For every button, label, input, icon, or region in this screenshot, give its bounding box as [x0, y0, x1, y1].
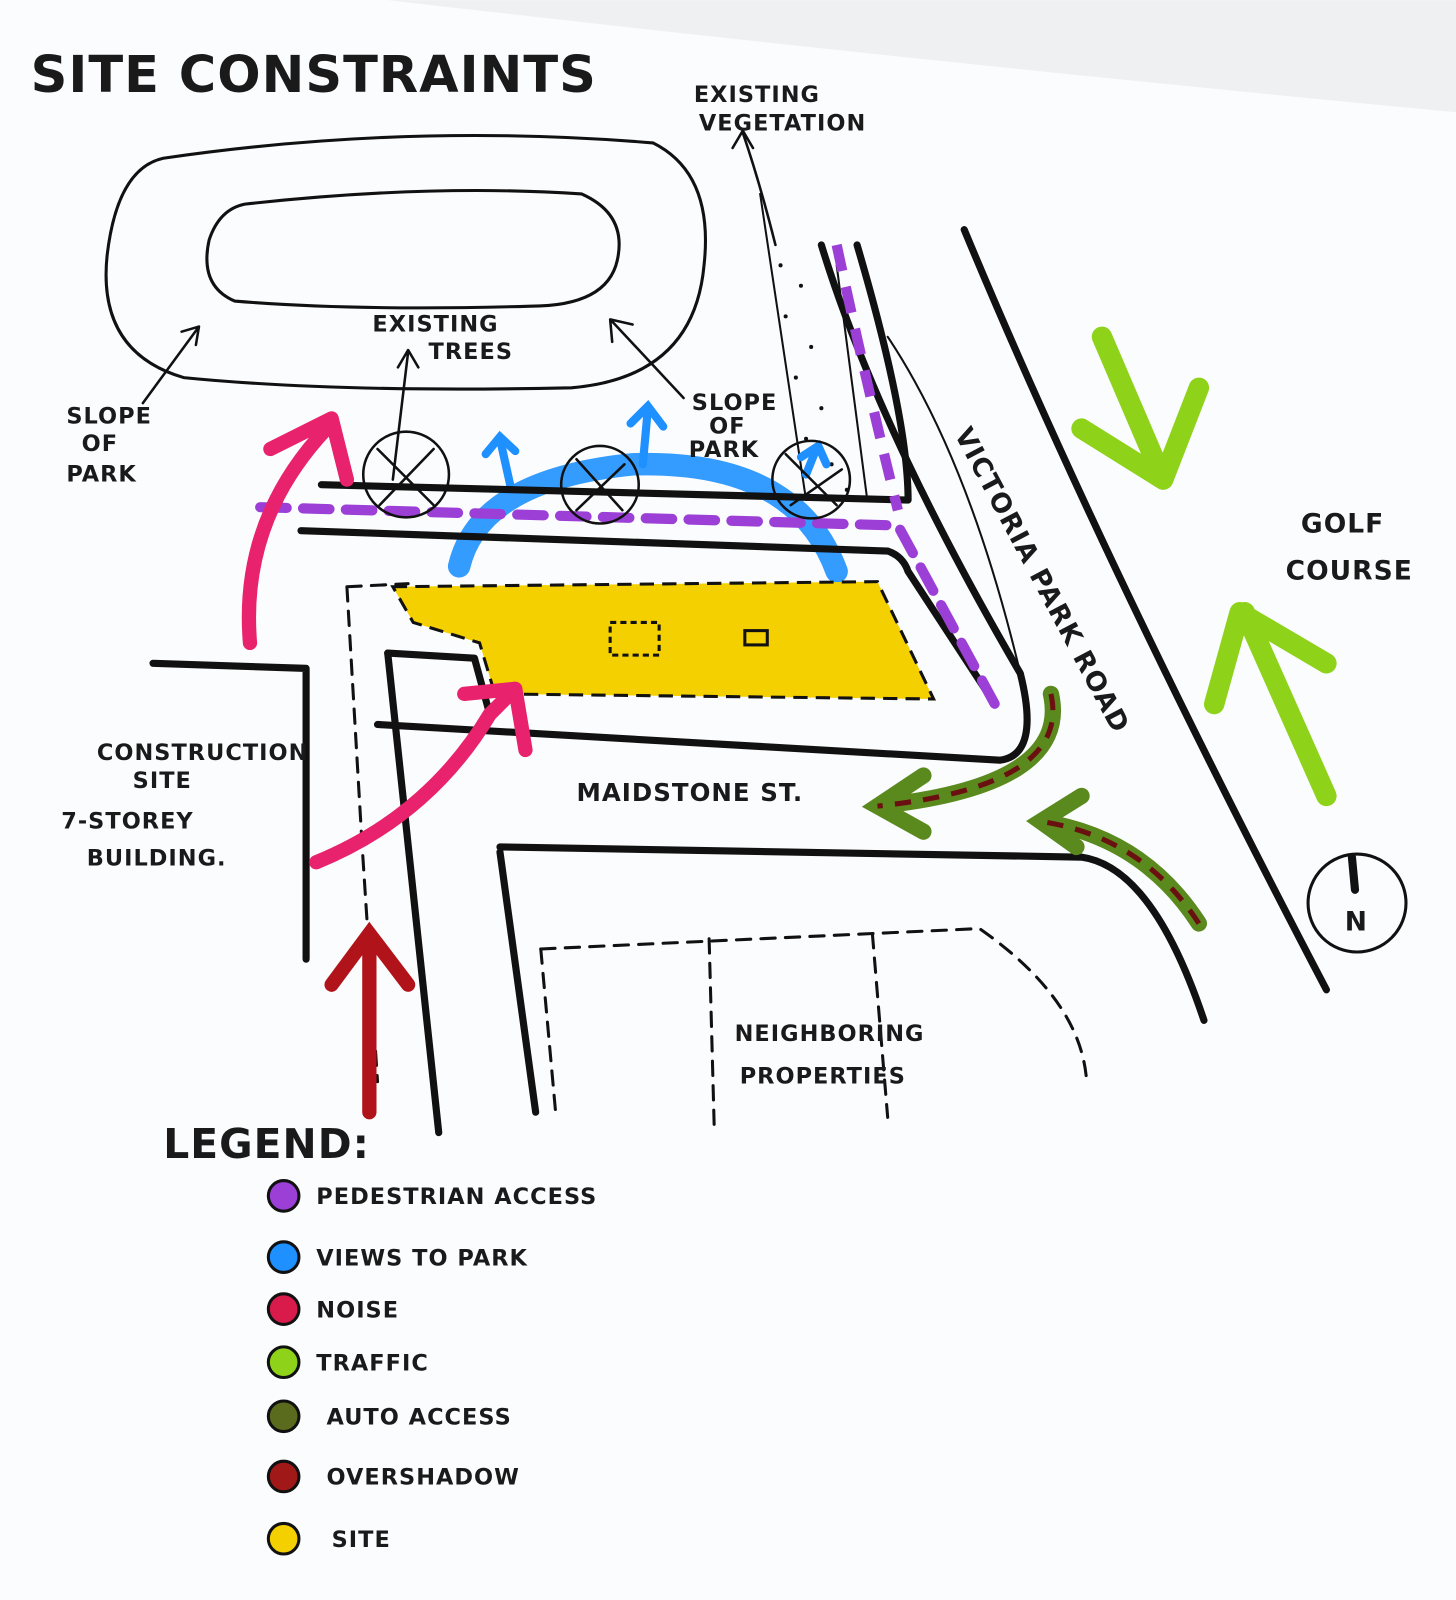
label-maidstone-st: MAIDSTONE ST. — [576, 778, 803, 807]
pedestrian-access-path — [255, 502, 1000, 710]
views-to-park-arrows — [481, 399, 831, 489]
auto-access-arrows — [861, 685, 1208, 932]
existing-trees — [361, 430, 852, 525]
legend-label: OVERSHADOW — [327, 1465, 520, 1491]
park-outer-boundary — [104, 133, 708, 391]
legend-item: PEDESTRIAN ACCESS — [266, 1179, 597, 1213]
label-construction-4: BUILDING. — [87, 845, 227, 871]
north-arrow: N — [1306, 852, 1408, 954]
legend-swatch — [266, 1179, 301, 1213]
legend-swatch — [266, 1459, 301, 1494]
legend-label: TRAFFIC — [316, 1350, 429, 1376]
legend-label: SITE — [332, 1527, 391, 1553]
diagram-title: SITE CONSTRAINTS — [31, 46, 597, 105]
legend-item: OVERSHADOW — [266, 1459, 520, 1494]
legend-label: NOISE — [316, 1297, 399, 1323]
legend-swatch — [266, 1521, 301, 1556]
park-inner-boundary — [205, 189, 621, 310]
label-slope-right-3: PARK — [689, 437, 760, 463]
label-slope-right-1: SLOPE — [692, 390, 778, 416]
label-slope-right-2: OF — [709, 414, 745, 440]
roads — [149, 226, 1330, 1137]
legend: LEGEND: PEDESTRIAN ACCESS VIEWS TO PARK NO… — [163, 1120, 597, 1556]
legend-item: VIEWS TO PARK — [266, 1240, 528, 1274]
noise-arrows — [241, 411, 533, 870]
site-area — [390, 580, 937, 701]
legend-item: AUTO ACCESS — [266, 1399, 512, 1434]
svg-text:N: N — [1345, 907, 1368, 938]
legend-title: LEGEND: — [163, 1120, 370, 1168]
auto-access-dashes — [877, 693, 1202, 925]
legend-swatch — [266, 1399, 301, 1434]
label-existing-vegetation-2: VEGETATION — [699, 111, 866, 137]
annotation-arrows — [141, 129, 777, 481]
legend-label: VIEWS TO PARK — [316, 1245, 528, 1271]
legend-label: AUTO ACCESS — [327, 1404, 512, 1430]
label-construction-3: 7-STOREY — [61, 809, 193, 835]
overshadow-arrow — [324, 921, 416, 1120]
legend-swatch — [266, 1240, 301, 1274]
label-slope-left-1: SLOPE — [66, 404, 152, 430]
label-slope-left-3: PARK — [66, 462, 137, 488]
site-feature-box — [743, 629, 769, 647]
label-golf-course-1: GOLF — [1301, 509, 1384, 540]
legend-item: NOISE — [266, 1292, 399, 1326]
traffic-arrows — [1071, 326, 1337, 807]
label-existing-vegetation-1: EXISTING — [694, 82, 820, 108]
legend-label: PEDESTRIAN ACCESS — [316, 1184, 597, 1210]
site-feature-dashed — [608, 620, 661, 657]
label-existing-trees-1: EXISTING — [372, 312, 498, 338]
legend-item: SITE — [266, 1521, 391, 1556]
legend-swatch — [266, 1345, 301, 1380]
label-construction-2: SITE — [133, 768, 192, 794]
legend-swatch — [266, 1292, 301, 1326]
road-edge-thin — [886, 335, 1022, 675]
label-victoria-park-road: VICTORIA PARK ROAD — [948, 422, 1136, 738]
pedestrian-access-path-north — [831, 243, 903, 512]
label-golf-course-2: COURSE — [1286, 556, 1413, 587]
label-construction-1: CONSTRUCTION — [97, 740, 308, 766]
label-neighboring-1: NEIGHBORING — [735, 1021, 925, 1047]
legend-item: TRAFFIC — [266, 1345, 429, 1380]
label-slope-left-2: OF — [82, 431, 118, 457]
paper-fold — [387, 0, 1456, 113]
label-neighboring-2: PROPERTIES — [740, 1064, 906, 1090]
label-existing-trees-2: TREES — [429, 339, 514, 365]
